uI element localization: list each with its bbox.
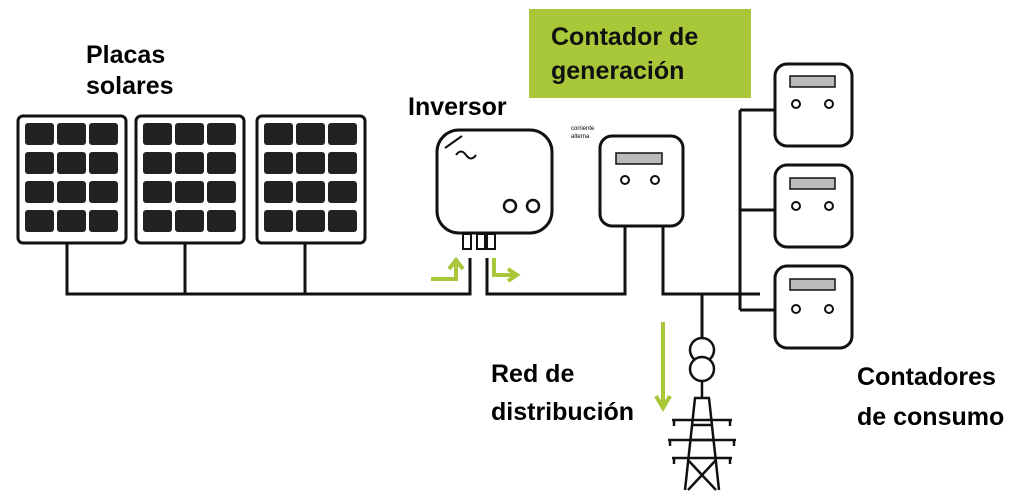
grid-label-line2: distribución [491,398,635,426]
power-pylon-icon [668,396,736,491]
generation-meter-highlight [529,9,751,98]
generation-meter-label: Contador de generación [551,20,698,88]
ac-sine-icon [455,150,477,160]
solar-panels-label-line1: Placas [86,41,166,69]
consumption-meter-1 [773,62,854,148]
ac-current-label: corriente alterna [571,125,594,141]
consumption-meter-3 [773,264,854,350]
grid-label: Red de distribución [491,355,634,431]
generation-meter-label-line2: generación [551,57,685,85]
dc-wiring [65,243,472,296]
solar-panel-3 [255,114,367,245]
transformer-icon [688,336,716,398]
solar-panels-label-line2: solares [86,72,174,100]
ac-wiring [485,108,775,339]
ac-current-label-line1: corriente [571,126,595,132]
inverter-label: Inversor [408,93,507,121]
grid-label-line1: Red de [491,360,575,388]
solar-panel-1 [16,114,128,245]
generation-meter [598,134,685,228]
consumption-meters-label-line1: Contadores [857,363,996,391]
consumption-meter-2 [773,163,854,249]
flow-arrow-grid [654,322,672,412]
solar-panels-label: Placas solares [86,40,174,102]
consumption-meters-label: Contadores de consumo [857,357,1004,437]
solar-panel-2 [134,114,246,245]
inverter [435,128,554,250]
flow-arrows-inverter [431,256,521,283]
ac-current-label-line2: alterna [571,134,590,140]
generation-meter-label-line1: Contador de [551,23,699,51]
consumption-meters-label-line2: de consumo [857,403,1005,431]
